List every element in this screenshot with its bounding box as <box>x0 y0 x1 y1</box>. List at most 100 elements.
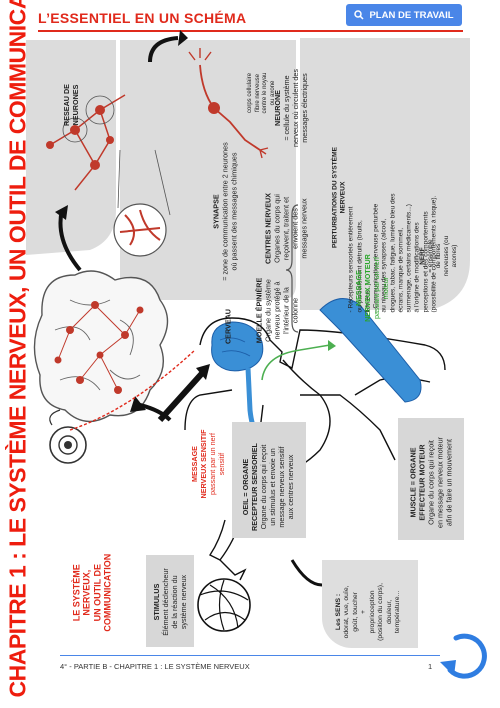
synapse-line-1: = zone de communication entre 2 neurones <box>220 142 230 281</box>
neurone-part-2: fibre nerveuse <box>254 73 261 113</box>
stimulus-line-2: de la réaction du <box>170 575 179 629</box>
plan-de-travail-button[interactable]: PLAN DE TRAVAIL <box>346 4 462 26</box>
stimulus-box <box>146 555 194 647</box>
oeil-line-1: Organe du corps qui reçoit <box>259 444 268 530</box>
label-muscle: MUSCLE = ORGANE EFFECTEUR MOTEUR Organe … <box>409 422 454 544</box>
label-stimulus: STIMULUS Élément déclencheur de la réact… <box>152 558 188 646</box>
label-message-moteur: MESSAGE NERVEUX MOTEUR passant par un ne… <box>354 242 390 334</box>
oeil-title-1: OEIL = ORGANE <box>241 458 250 516</box>
sens-line-7: température... <box>394 590 402 634</box>
oeil-line-2: un stimulus et envoie un <box>268 448 277 526</box>
msg-moteur-1: MESSAGE <box>354 270 363 306</box>
page-header-title: L’ESSENTIEL EN UN SCHÉMA <box>38 10 247 26</box>
moelle-line-1: Organe du système <box>263 279 273 342</box>
centres-line-1: Organes du corps qui <box>272 194 282 263</box>
chapter-subtitle: LE SYSTÈME NERVEUX, UN OUTIL DE COMMUNIC… <box>71 541 112 645</box>
msg-moteur-2: NERVEUX MOTEUR <box>363 254 372 322</box>
perturb-line-6: drogues, tabac, fatigue, lumière bleu de… <box>389 193 397 313</box>
neurone-def-2: nerveux où circulent des <box>291 69 300 147</box>
label-sens: Les SENS : odorat, vue, ouïe, goût, touc… <box>335 569 403 655</box>
muscle-line-2: en message nerveux moteur <box>435 436 445 529</box>
perturb-title-1: PERTURBATIONS DU SYSTÈME <box>331 147 339 249</box>
moelle-line-4: colonne <box>290 297 300 324</box>
sens-line-4: proprioception <box>369 590 376 634</box>
subtitle-line-1: LE SYSTÈME <box>71 564 82 622</box>
footer-text: 4° - PARTIE B - CHAPITRE 1 : LE SYSTÈME … <box>60 662 250 671</box>
reseau-line-2: NEURONES <box>71 84 80 126</box>
muscle-title-1: MUSCLE = ORGANE <box>408 447 418 518</box>
eye-illustration <box>49 409 87 464</box>
label-oeil: OEIL = ORGANE RECEPTEUR SENSORIEL Organe… <box>241 431 295 543</box>
label-message-sensitif: MESSAGE NERVEUX SENSITIF passant par un … <box>190 416 226 512</box>
sens-line-2: goût, toucher <box>352 592 360 632</box>
msg-sens-4: sensitif <box>217 452 226 476</box>
neurone-part-1: corps cellulaire <box>247 72 253 114</box>
stimulus-line-1: Élément déclencheur <box>161 568 170 636</box>
neurone-def-title: NEURONE <box>273 90 282 126</box>
brain-illustration <box>211 321 264 372</box>
label-reseau-neurones: RESEAU DE NEURONES <box>62 70 80 140</box>
neurone-def-1: = cellule du système <box>282 75 291 141</box>
label-moelle-epiniere: MOELLE ÉPINIÈRE Organe du système nerveu… <box>255 266 300 356</box>
label-cerveau: CERVEAU <box>224 297 233 357</box>
centres-title: CENTRES NERVEUX <box>263 193 273 264</box>
centres-line-2: reçoivent, traitent et <box>281 196 291 261</box>
label-centres-nerveux: CENTRES NERVEUX Organes du corps qui reç… <box>264 179 309 279</box>
subtitle-line-4: COMMUNICATION <box>102 553 113 632</box>
msg-sens-2: NERVEUX SENSITIF <box>199 429 208 499</box>
moelle-title: MOELLE ÉPINIÈRE <box>254 277 264 344</box>
oeil-box <box>232 422 306 538</box>
muscle-box <box>398 418 464 540</box>
sens-line-3: + <box>360 609 368 614</box>
search-icon <box>354 10 364 20</box>
nerf-line-4: axones) <box>451 244 458 268</box>
stimulus-title: STIMULUS <box>152 583 161 621</box>
msg-moteur-4: moteur <box>381 276 390 300</box>
refresh-arrow-icon[interactable] <box>434 624 494 684</box>
footer-divider <box>60 655 440 656</box>
muscle-line-3: afin de faire un mouvement <box>444 438 454 527</box>
centres-line-4: messages nerveux <box>299 198 309 259</box>
sens-line-6: douleur, <box>385 599 393 625</box>
oeil-title-2: RECEPTEUR SENSORIEL <box>250 443 259 531</box>
header-divider <box>38 30 463 32</box>
perturb-line-8: surmenage, certains médicaments...) <box>405 204 413 313</box>
reseau-line-1: RESEAU DE <box>62 84 71 126</box>
cerveau-text: CERVEAU <box>223 309 233 345</box>
stimulus-line-3: système nerveux <box>179 574 188 630</box>
neuron-network-small-illustration <box>46 94 126 191</box>
muscle-illustration <box>319 298 422 403</box>
synapse-zoom-illustration <box>113 149 171 257</box>
msg-sens-3: passant par un nerf <box>208 433 217 495</box>
nerf-line-1: = ensemble <box>427 239 434 273</box>
muscle-line-1: Organe du corps qui reçoit <box>426 440 436 525</box>
oeil-line-4: aux centres nerveux <box>286 454 295 520</box>
moelle-line-2: nerveux protégé à <box>272 281 282 340</box>
sens-line-1: odorat, vue, ouïe, <box>343 585 351 639</box>
neurone-part-3: centre le noyau <box>262 72 268 114</box>
msg-moteur-3: passant par un nerf <box>372 257 381 319</box>
centres-line-3: envoient des <box>290 208 300 249</box>
perturb-line-7: écrans, manque de sommeil, <box>397 227 405 313</box>
neuron-single-illustration <box>188 48 269 159</box>
msg-sens-1: MESSAGE <box>190 446 199 482</box>
synapse-title: SYNAPSE <box>211 194 221 229</box>
label-synapse: SYNAPSE = zone de communication entre 2 … <box>212 127 239 297</box>
motor-nerve-line <box>261 344 331 381</box>
volleyball-illustration <box>197 578 251 632</box>
subtitle-line-2: NERVEUX, <box>81 569 92 616</box>
nerf-title: NERF <box>419 247 426 265</box>
synapse-line-2: où passent des messages chimiques <box>229 152 239 271</box>
neuron-network-illustration <box>33 270 169 423</box>
sens-box <box>322 560 418 648</box>
sens-line-5: (position du corps), <box>377 583 385 641</box>
page-number: 1 <box>428 662 433 671</box>
subtitle-line-3: UN OUTIL DE <box>92 564 102 622</box>
plan-button-label: PLAN DE TRAVAIL <box>369 9 454 21</box>
label-nerf: NERF = ensemble de fibres nerveuses (ou … <box>419 221 459 291</box>
moelle-line-3: l’intérieur de la <box>281 287 291 334</box>
nerf-line-3: nerveuses (ou <box>443 235 450 277</box>
perturb-title-2: NERVEUX <box>339 181 347 214</box>
sens-title: Les SENS : <box>335 593 343 631</box>
